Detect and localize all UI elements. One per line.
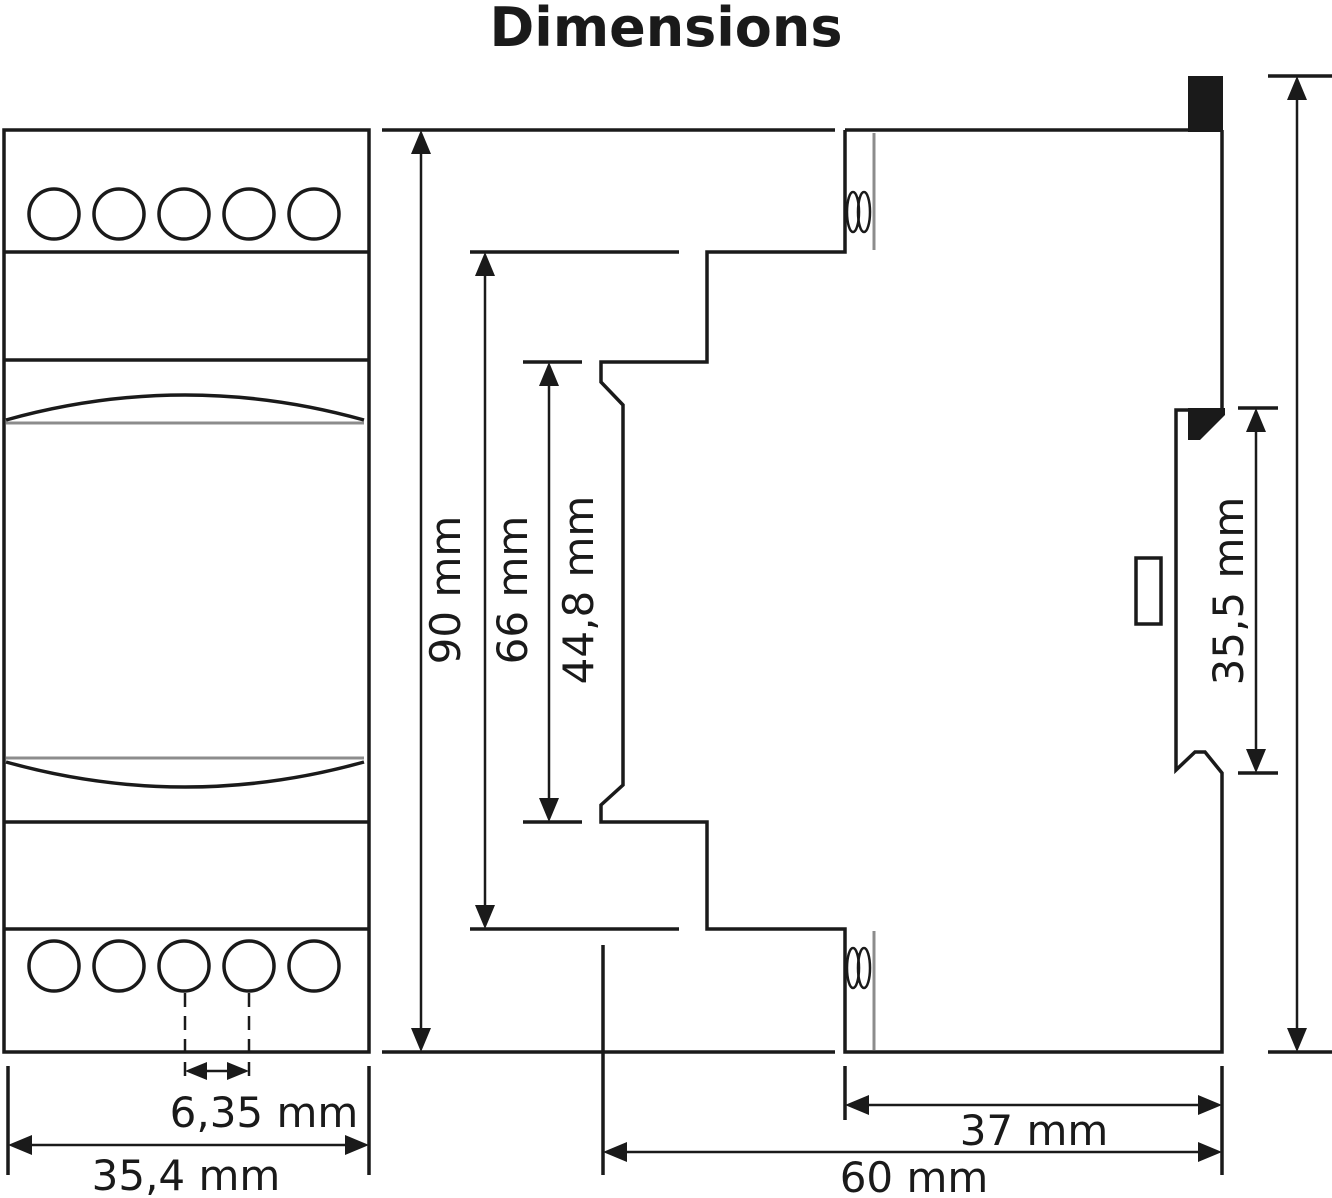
terminal-screw-icon <box>92 939 146 993</box>
dim-arrow-total-height <box>1287 76 1307 1052</box>
label-terminal-pitch: 6,35 mm <box>170 1088 359 1137</box>
dim-arrow-35-4 <box>8 1135 369 1155</box>
screw-side-icon <box>856 946 872 990</box>
label-width-front: 35,4 mm <box>92 1151 281 1198</box>
dim-arrow-35-5 <box>1246 408 1266 773</box>
screw-side-icon <box>856 190 872 234</box>
label-height-total: 90 mm <box>421 516 470 665</box>
terminal-screw-icon <box>157 939 211 993</box>
dim-arrow-66 <box>475 252 495 929</box>
diagram-title: Dimensions <box>489 0 843 59</box>
terminal-screw-icon <box>92 187 146 241</box>
terminal-screw-icon <box>27 939 81 993</box>
cover-top-curve <box>5 393 365 422</box>
dim-arrow-44-8 <box>539 362 559 822</box>
terminal-screw-icon <box>287 187 341 241</box>
side-view <box>599 76 1225 1054</box>
side-profile <box>599 128 1224 1054</box>
label-height-step: 66 mm <box>488 516 537 665</box>
dim-arrow-6-35 <box>185 1062 249 1080</box>
terminal-screw-icon <box>287 939 341 993</box>
dim-arrow-90 <box>411 130 431 1052</box>
dim-arrow-37 <box>845 1095 1222 1115</box>
mounting-clip <box>1188 76 1223 132</box>
extension-lines <box>6 74 1332 1175</box>
label-rail: 35,5 mm <box>1204 497 1253 686</box>
terminal-screw-icon <box>27 187 81 241</box>
release-slot <box>1134 556 1163 626</box>
terminal-screw-icon <box>222 187 276 241</box>
label-depth-total: 60 mm <box>840 1153 989 1198</box>
terminal-screw-icon <box>222 939 276 993</box>
cover-bottom-curve <box>5 760 365 789</box>
terminal-screw-icon <box>157 187 211 241</box>
front-view <box>2 128 371 1085</box>
rail-latch <box>1188 408 1225 440</box>
front-outline <box>2 128 371 1054</box>
dim-arrow-60 <box>603 1142 1222 1162</box>
label-depth-body: 37 mm <box>960 1106 1109 1155</box>
label-height-front: 44,8 mm <box>554 496 603 685</box>
